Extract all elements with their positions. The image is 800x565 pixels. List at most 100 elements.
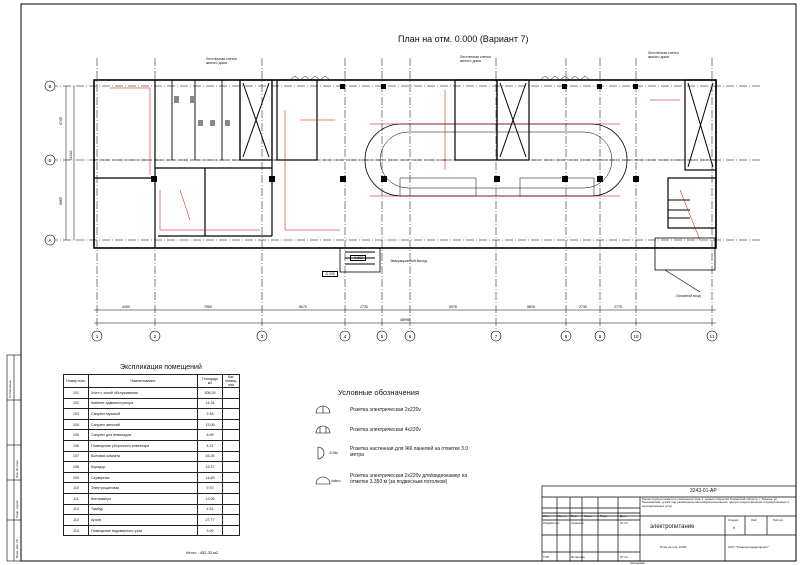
table-cell: Электрощитовая [88,482,198,494]
col-header: Номер пом. [63,374,89,388]
table-cell: 114 [63,524,89,537]
explication-total: Итого : 452.32 м2 [186,550,219,555]
legend-title: Условные обозначения [338,388,420,397]
row-dim: 11610 [69,150,73,160]
axis-labels: В Б А 1 2 3 4 5 6 7 8 9 10 11 [48,84,714,339]
table-cell [221,387,241,399]
tb-role: ГИП [543,555,549,559]
dim-label: 2730 [579,305,587,309]
legend-item: Розетка электрическая 2х220v [350,407,421,413]
table-cell: Коридор [88,461,198,473]
table-cell: 113 [63,514,89,526]
table-cell [221,482,241,494]
tb-col: Подп. [600,514,608,518]
tb-col: Дата [620,514,627,518]
tb-col: Изм. [543,514,550,518]
dim-label: 2775 [614,305,622,309]
table-cell: 15.37 [197,461,223,473]
main-entry-label: Основной вход [676,294,701,298]
axis-col-label: 5 [381,334,384,339]
dim-label: 7960 [204,305,212,309]
table-cell: 4.21 [197,439,223,452]
axis-row-label: Б [49,158,52,163]
legend-mark: video [331,478,341,483]
table-cell: 112 [63,503,89,516]
table-cell: 101 [63,387,89,399]
dim-label: 5070 [299,305,307,309]
table-cell: 106 [63,439,89,452]
table-cell [221,450,241,463]
axis-col-label: 1 [96,334,99,339]
side-stamp [6,354,22,562]
table-cell: 14.34 [197,397,223,410]
table-cell: 109 [63,471,89,484]
row-dim: 6865 [59,197,63,205]
table-cell: 111 [63,492,89,505]
table-cell: 13.06 [197,492,223,505]
dim-label: 5075 [449,305,457,309]
table-cell: Тамбур [88,503,198,516]
side-stamp-label: Согласовано [8,379,12,398]
legend-item: Розетка электрическая 4х220v [350,427,421,433]
evac-exit-label: Эвакуационный выход [390,259,427,263]
axis-row-label: В [48,84,51,89]
stair-label: Лестничная клетка жилого дома [648,51,679,59]
table-cell: 107 [63,450,89,463]
title-block [541,485,797,562]
tb-date: 07.14 [620,555,628,559]
tb-role: Разработал [543,521,560,525]
table-cell: Помещение уборочного инвентаря [88,439,198,452]
doc-code: 3243-01-АР [690,488,717,494]
table-cell: 14.69 [197,471,223,484]
tb-person: Ипланова [571,555,585,559]
axis-row-label: А [48,238,51,243]
table-header-row: Номер пом. Наименование Площадь м2 Кат. … [63,374,241,388]
legend-mark: -3.0м [328,450,338,455]
col-header: Кат. помещ. ния [221,374,241,388]
axis-col-label: 3 [261,334,264,339]
axis-col-label: 8 [565,334,568,339]
table-cell: 104 [63,418,89,431]
side-stamp-label: Взам. инв. № [15,539,19,558]
table-cell [221,418,241,431]
explication-title: Экспликация помещений [120,364,202,371]
tb-col: Лист [571,514,578,518]
table-cell [221,503,241,516]
dimension-labels: 4490 7960 5070 2730 5075 5815 2730 2775 … [122,305,622,322]
table-cell [221,408,241,420]
legend-item: Розетка настенная для ЖК панелей на отме… [350,446,469,458]
sheets-header: Листов [773,518,783,522]
table-cell: 9.70 [197,482,223,494]
axis-markers [44,80,718,342]
dim-label: 2730 [360,305,368,309]
table-cell [221,439,241,452]
explication-table: Номер пом. Наименование Площадь м2 Кат. … [63,374,241,537]
floor-plan [50,58,760,330]
table-cell: 103 [63,408,89,420]
sheet-name: План на отм. 0.000 [660,545,687,549]
table-cell: Архив [88,514,198,526]
table-cell: 27.77 [197,514,223,526]
dim-total: 48990 [400,318,410,322]
table-cell [221,397,241,410]
table-cell: Бытовая комната [88,450,198,463]
axis-col-label: 2 [154,334,157,339]
table-cell: 110 [63,482,89,494]
col-header: Наименование [88,374,198,388]
plan-title: План на отм. 0.000 (Вариант 7) [398,34,529,44]
table-cell: 16.26 [197,450,223,463]
legend-item: Розетка электрическая 2х220v для/видеока… [350,473,468,485]
level-mark: -0.630 [350,255,366,261]
table-cell: 105 [63,429,89,441]
table-cell: Санузел мужской [88,408,198,420]
